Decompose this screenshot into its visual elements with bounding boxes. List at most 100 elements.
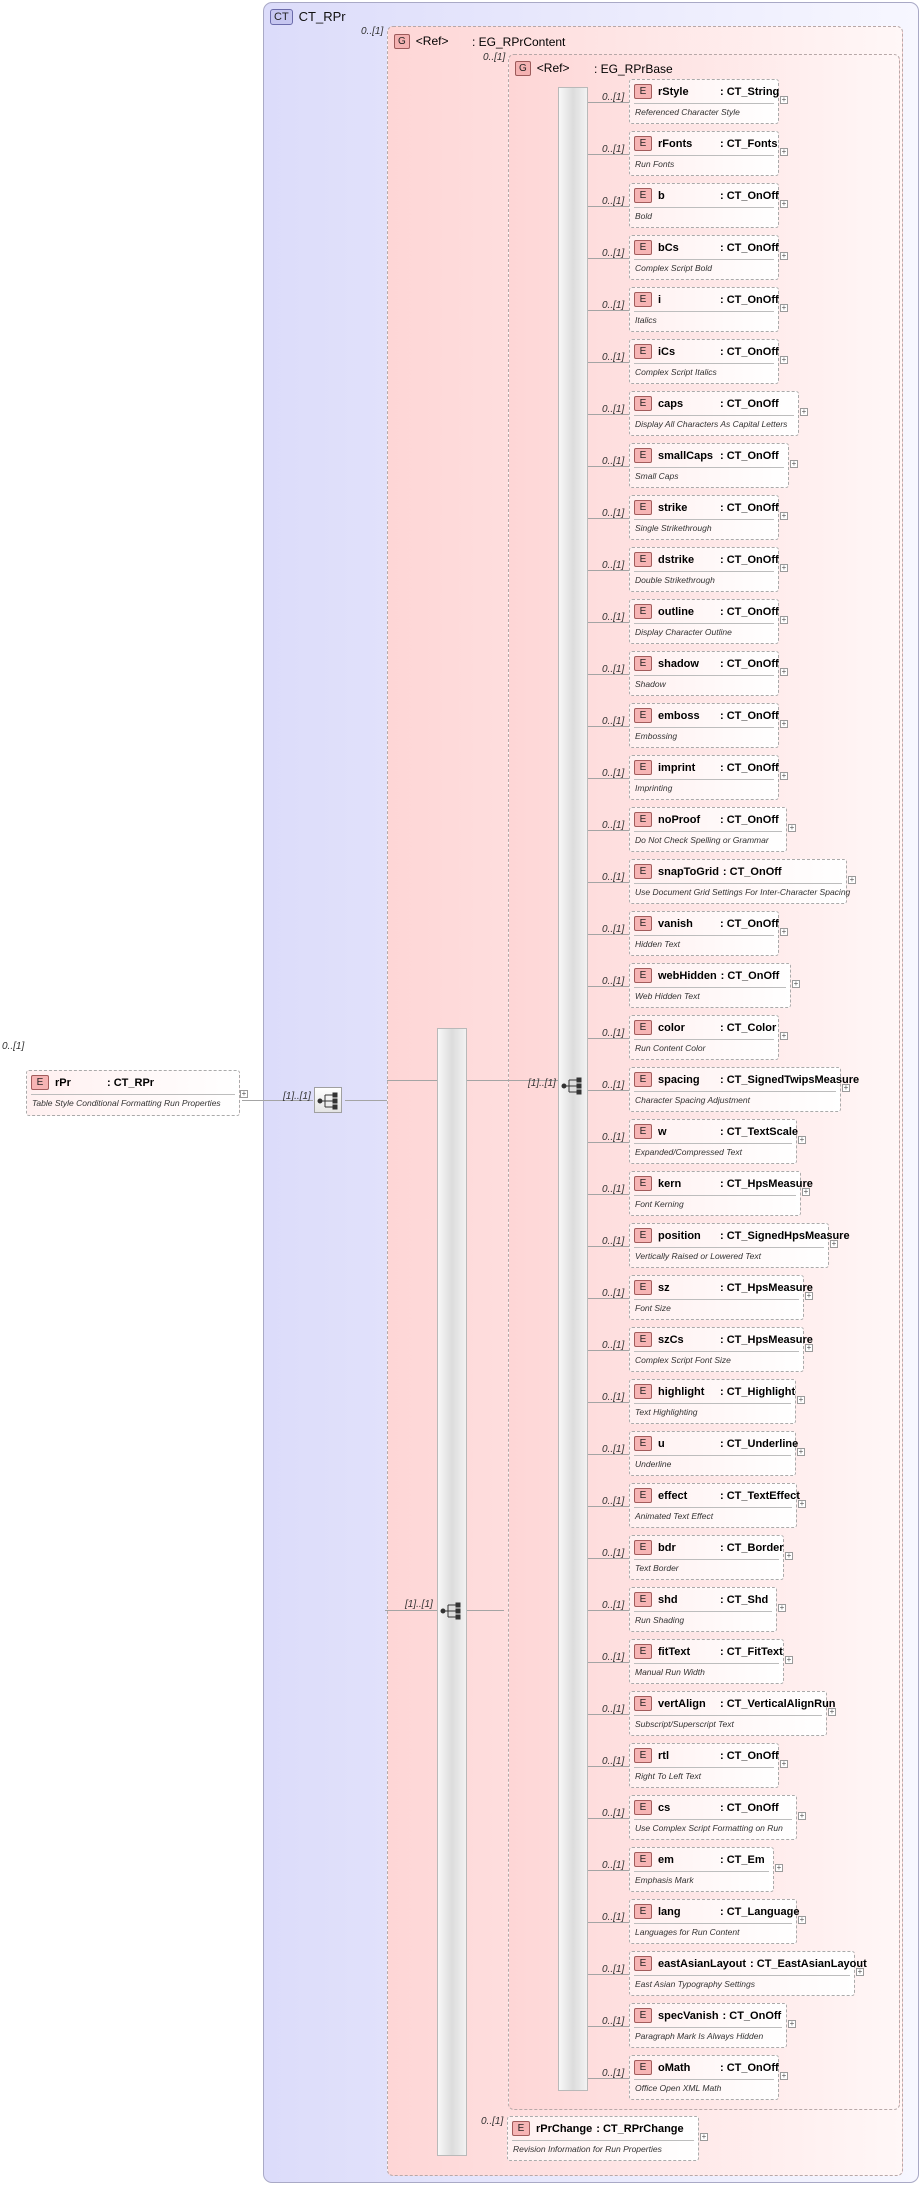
sequence-icon[interactable] [314, 1087, 342, 1113]
plus-box-icon[interactable]: + [780, 303, 788, 312]
plus-box-icon[interactable]: + [842, 1083, 850, 1092]
plus-box-icon[interactable]: + [780, 511, 788, 520]
plus-box-icon[interactable]: + [780, 2071, 788, 2080]
plus-box-icon[interactable]: + [700, 2132, 708, 2141]
outer-seq-connector [345, 1100, 387, 1101]
plus-box-icon[interactable]: + [805, 1343, 813, 1352]
plus-box-icon[interactable]: + [780, 1759, 788, 1768]
plus-box-icon[interactable]: + [798, 1915, 806, 1924]
plus-box-icon[interactable]: + [828, 1707, 836, 1716]
element-name: rFonts [658, 137, 693, 150]
plus-box-icon[interactable]: + [798, 1499, 806, 1508]
element-rPr[interactable]: E rPr : CT_RPr Table Style Conditional F… [26, 1070, 240, 1116]
root-connector [242, 1100, 313, 1101]
e-badge: E [634, 2008, 652, 2023]
plus-box-icon[interactable]: + [805, 1291, 813, 1300]
plus-box-icon[interactable]: + [780, 719, 788, 728]
element-name: em [658, 1853, 674, 1866]
plus-box-icon[interactable]: + [797, 1395, 805, 1404]
plus-box-icon[interactable]: + [780, 95, 788, 104]
plus-box-icon[interactable]: + [780, 147, 788, 156]
element-doc: Subscript/Superscript Text [635, 1719, 734, 1729]
plus-box-icon[interactable]: + [780, 615, 788, 624]
element-occurrence: 0..[1] [602, 872, 625, 883]
plus-box-icon[interactable]: + [240, 1089, 248, 1098]
plus-box-icon[interactable]: + [780, 563, 788, 572]
element-type: : CT_VerticalAlignRun [720, 1697, 836, 1710]
plus-box-icon[interactable]: + [780, 355, 788, 364]
plus-box-icon[interactable]: + [848, 875, 856, 884]
plus-box-icon[interactable]: + [780, 1031, 788, 1040]
element-doc: Text Border [635, 1563, 679, 1573]
plus-box-icon[interactable]: + [798, 1135, 806, 1144]
plus-box-icon[interactable]: + [780, 199, 788, 208]
plus-box-icon[interactable]: + [780, 251, 788, 260]
plus-box-icon[interactable]: + [778, 1603, 786, 1612]
plus-box-icon[interactable]: + [802, 1187, 810, 1196]
plus-box-icon[interactable]: + [785, 1655, 793, 1664]
plus-box-icon[interactable]: + [792, 979, 800, 988]
element-connector [588, 466, 629, 467]
plus-box-icon[interactable]: + [798, 1811, 806, 1820]
element-separator [634, 1299, 799, 1300]
sequence-icon[interactable] [559, 1073, 587, 1099]
plus-box-icon[interactable]: + [785, 1551, 793, 1560]
plus-box-icon[interactable]: + [788, 2019, 796, 2028]
plus-box-icon[interactable]: + [800, 407, 808, 416]
plus-box-icon[interactable]: + [780, 927, 788, 936]
sequence-icon[interactable] [438, 1598, 466, 1624]
element-connector [588, 1506, 629, 1507]
plus-box-icon[interactable]: + [797, 1447, 805, 1456]
plus-box-icon[interactable]: + [790, 459, 798, 468]
plus-box-icon[interactable]: + [830, 1239, 838, 1248]
element-occurrence: 0..[1] [602, 924, 625, 935]
plus-box-icon[interactable]: + [856, 1967, 864, 1976]
plus-box-icon[interactable]: + [780, 771, 788, 780]
plus-box-icon[interactable]: + [780, 667, 788, 676]
element-rPrChange[interactable]: E rPrChange : CT_RPrChange Revision Info… [507, 2116, 699, 2161]
element-occurrence: 0..[1] [602, 352, 625, 363]
plus-box-icon[interactable]: + [775, 1863, 783, 1872]
plus-box-icon[interactable]: + [788, 823, 796, 832]
